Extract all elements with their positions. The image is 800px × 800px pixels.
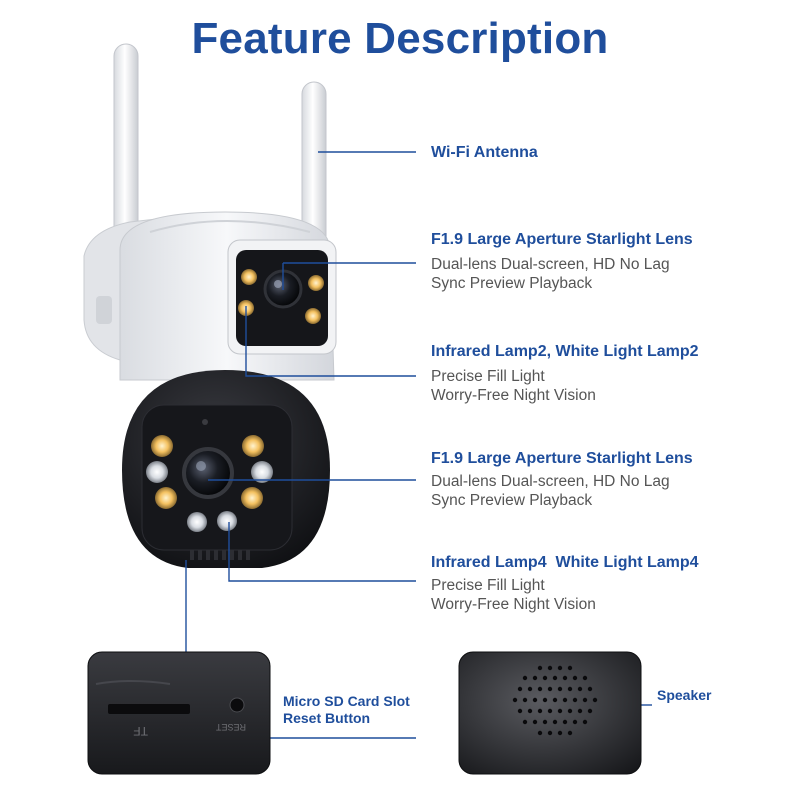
speaker-grille-icon — [512, 665, 598, 736]
feature-upper-lens: F1.9 Large Aperture Starlight Lens Dual-… — [431, 230, 693, 293]
feature-heading: F1.9 Large Aperture Starlight Lens — [431, 231, 693, 248]
sd-slot-label: Micro SD Card Slot Reset Button — [283, 693, 410, 727]
main-lens-icon — [182, 447, 234, 499]
warm-led-icon — [155, 487, 177, 509]
feature-heading: Infrared Lamp4 White Light Lamp4 — [431, 554, 699, 571]
feature-line: Worry-Free Night Vision — [431, 387, 596, 404]
feature-lamp4: Infrared Lamp4 White Light Lamp4 Precise… — [431, 553, 699, 614]
cool-led-icon — [217, 511, 237, 531]
feature-lamp2: Infrared Lamp2, White Light Lamp2 Precis… — [431, 342, 699, 405]
cool-led-icon — [187, 512, 207, 532]
cool-led-icon — [146, 461, 168, 483]
reset-button-label: Reset Button — [283, 710, 371, 726]
feature-line: Sync Preview Playback — [431, 275, 593, 292]
sd-slot-inset — [87, 651, 271, 775]
feature-heading: Infrared Lamp2, White Light Lamp2 — [431, 343, 699, 360]
feature-heading: Wi-Fi Antenna — [431, 144, 538, 161]
warm-led-icon — [151, 435, 173, 457]
reset-mark: RESET — [215, 722, 246, 732]
feature-line: Dual-lens Dual-screen, HD No Lag — [431, 256, 670, 273]
upper-warm-led-icon — [241, 269, 257, 285]
feature-wifi-antenna: Wi-Fi Antenna — [431, 143, 538, 162]
speaker-inset — [458, 651, 642, 775]
sd-slot-label-line1: Micro SD Card Slot — [283, 693, 410, 709]
cool-led-icon — [251, 461, 273, 483]
warm-led-icon — [241, 487, 263, 509]
feature-line: Sync Preview Playback — [431, 492, 593, 509]
upper-warm-led-icon — [305, 308, 321, 324]
upper-lens-module — [227, 239, 337, 355]
upper-warm-led-icon — [308, 275, 324, 291]
feature-main-lens: F1.9 Large Aperture Starlight Lens Dual-… — [431, 449, 693, 510]
tf-slot-mark: TF — [133, 724, 148, 738]
feature-line: Precise Fill Light — [431, 368, 545, 385]
feature-heading: F1.9 Large Aperture Starlight Lens — [431, 450, 693, 467]
camera-lower-dome — [122, 370, 330, 568]
feature-line: Dual-lens Dual-screen, HD No Lag — [431, 473, 670, 490]
page-title: Feature Description — [191, 14, 609, 63]
feature-line: Precise Fill Light — [431, 577, 545, 594]
callout-lines — [185, 151, 652, 739]
feature-line: Worry-Free Night Vision — [431, 596, 596, 613]
speaker-label: Speaker — [657, 687, 712, 703]
warm-led-icon — [242, 435, 264, 457]
